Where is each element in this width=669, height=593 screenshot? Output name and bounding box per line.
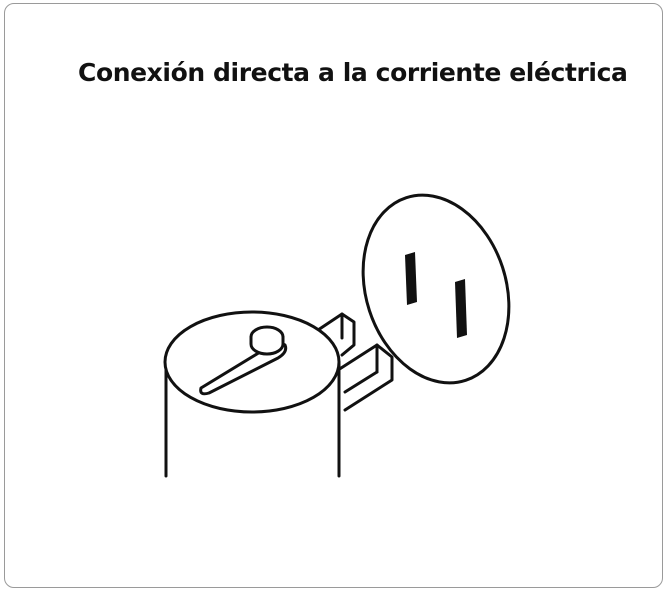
plug-icon — [163, 310, 394, 478]
page-title: Conexión directa a la corriente eléctric… — [78, 58, 628, 87]
wall-outlet-icon — [361, 193, 511, 385]
card-frame — [4, 3, 663, 588]
